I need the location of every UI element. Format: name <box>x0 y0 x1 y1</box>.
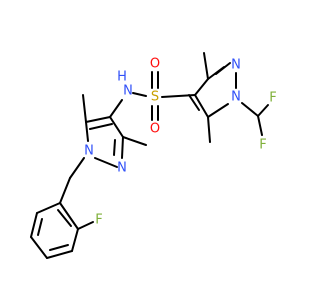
bond <box>207 103 229 118</box>
bond <box>71 228 79 252</box>
bond <box>257 115 263 136</box>
bond <box>46 250 73 259</box>
bond <box>194 78 209 96</box>
bond <box>49 244 69 251</box>
bond <box>161 94 196 98</box>
bond <box>109 116 124 138</box>
bond <box>37 218 43 236</box>
bond <box>257 104 269 117</box>
bond <box>85 121 89 142</box>
bond <box>57 209 72 227</box>
bond <box>122 136 147 146</box>
atom-n-pyrazole-left: N <box>117 161 127 176</box>
atom-f: F <box>259 138 266 153</box>
bond <box>203 52 209 80</box>
bond <box>30 212 38 238</box>
bond <box>215 62 231 75</box>
bond <box>89 123 113 130</box>
bond <box>241 102 259 117</box>
bond <box>82 94 87 123</box>
bond <box>30 236 48 259</box>
bond <box>77 221 94 230</box>
atom-n-amide: N <box>123 84 133 99</box>
bond <box>113 139 116 156</box>
bond <box>36 202 61 214</box>
atom-f: F <box>269 91 276 106</box>
bond <box>69 157 85 179</box>
atom-f-aryl: F <box>95 213 102 228</box>
bond <box>109 99 123 118</box>
atom-h-amide: H <box>117 70 127 85</box>
bond <box>94 157 118 168</box>
bond <box>194 94 209 118</box>
atom-o-sulfonyl: O <box>150 122 160 137</box>
molecule-structure: N N N H S O O N N F F F <box>30 52 277 259</box>
atom-n-pyrazole-left: N <box>84 144 94 159</box>
atom-n-pyrazole-right: N <box>231 58 241 73</box>
atom-labels: N N N H S O O N N F F F <box>84 57 277 228</box>
bond <box>59 177 71 204</box>
bond <box>59 202 79 230</box>
bond <box>85 116 111 123</box>
atom-s-sulfonyl: S <box>151 90 159 105</box>
bonds <box>30 52 269 259</box>
bond <box>121 136 124 159</box>
bond <box>132 92 147 97</box>
bond <box>207 116 211 143</box>
atom-n-pyrazole-right: N <box>231 90 241 105</box>
bond <box>188 94 200 111</box>
atom-o-sulfonyl: O <box>150 57 160 72</box>
